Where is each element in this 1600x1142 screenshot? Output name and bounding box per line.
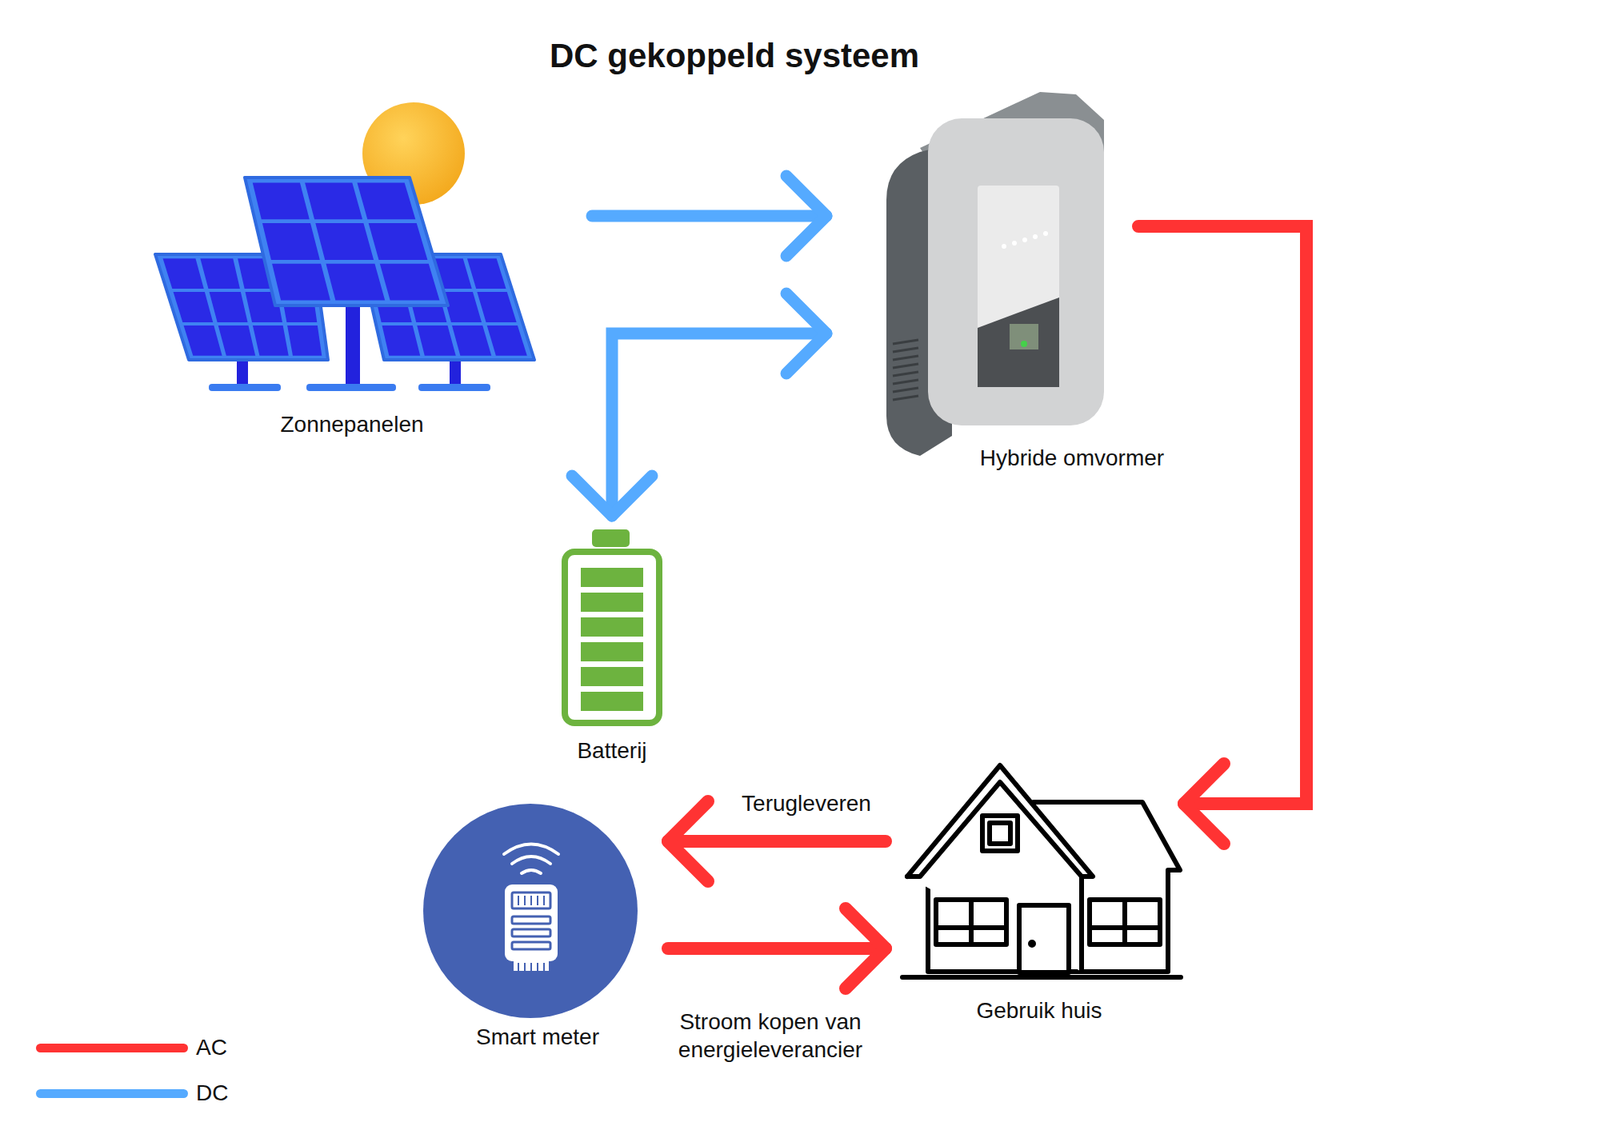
flow-arrow xyxy=(1138,226,1307,844)
flow-arrow xyxy=(668,908,886,989)
arrowhead xyxy=(668,801,708,882)
icon-node: Hybride omvormer xyxy=(826,88,1139,476)
legend-swatch xyxy=(36,1089,188,1099)
connector-line xyxy=(668,942,886,956)
icon-node: Gebruik huis xyxy=(885,760,1184,1028)
legend-swatch xyxy=(36,1044,188,1053)
node-label: Gebruik huis xyxy=(976,996,1102,1025)
diagram-title: DC gekoppeld systeem xyxy=(549,35,920,78)
icon-node: Smart meter xyxy=(416,800,668,1055)
node-label: Smart meter xyxy=(476,1023,600,1052)
flow-arrow xyxy=(572,293,827,516)
legend-label: DC xyxy=(196,1079,228,1108)
node-label: Batterij xyxy=(576,736,647,765)
arrowhead xyxy=(786,176,827,256)
arrowhead xyxy=(786,293,827,374)
battery-icon xyxy=(564,529,660,724)
flow-arrow xyxy=(592,176,827,256)
icon-node: Zonnepanelen xyxy=(152,92,592,444)
arrowhead xyxy=(1184,764,1224,844)
connector-line xyxy=(1138,226,1307,804)
edge-label: Terugleveren xyxy=(738,789,875,818)
solar-panels xyxy=(155,177,535,360)
smart-meter-icon xyxy=(423,804,638,1019)
arrowhead xyxy=(845,908,886,989)
house-icon xyxy=(902,765,1181,978)
legend-label: AC xyxy=(196,1033,228,1062)
connector-line xyxy=(592,210,827,223)
arrowhead xyxy=(572,476,652,516)
connector-line xyxy=(668,835,886,848)
hybrid-inverter xyxy=(886,92,1104,456)
solar-panel xyxy=(244,177,448,306)
node-label: Zonnepanelen xyxy=(280,410,424,439)
edge-label: Stroom kopen van energieleverancier xyxy=(655,1008,886,1064)
node-label: Hybride omvormer xyxy=(980,444,1164,472)
icon-node: Batterij xyxy=(560,516,664,771)
